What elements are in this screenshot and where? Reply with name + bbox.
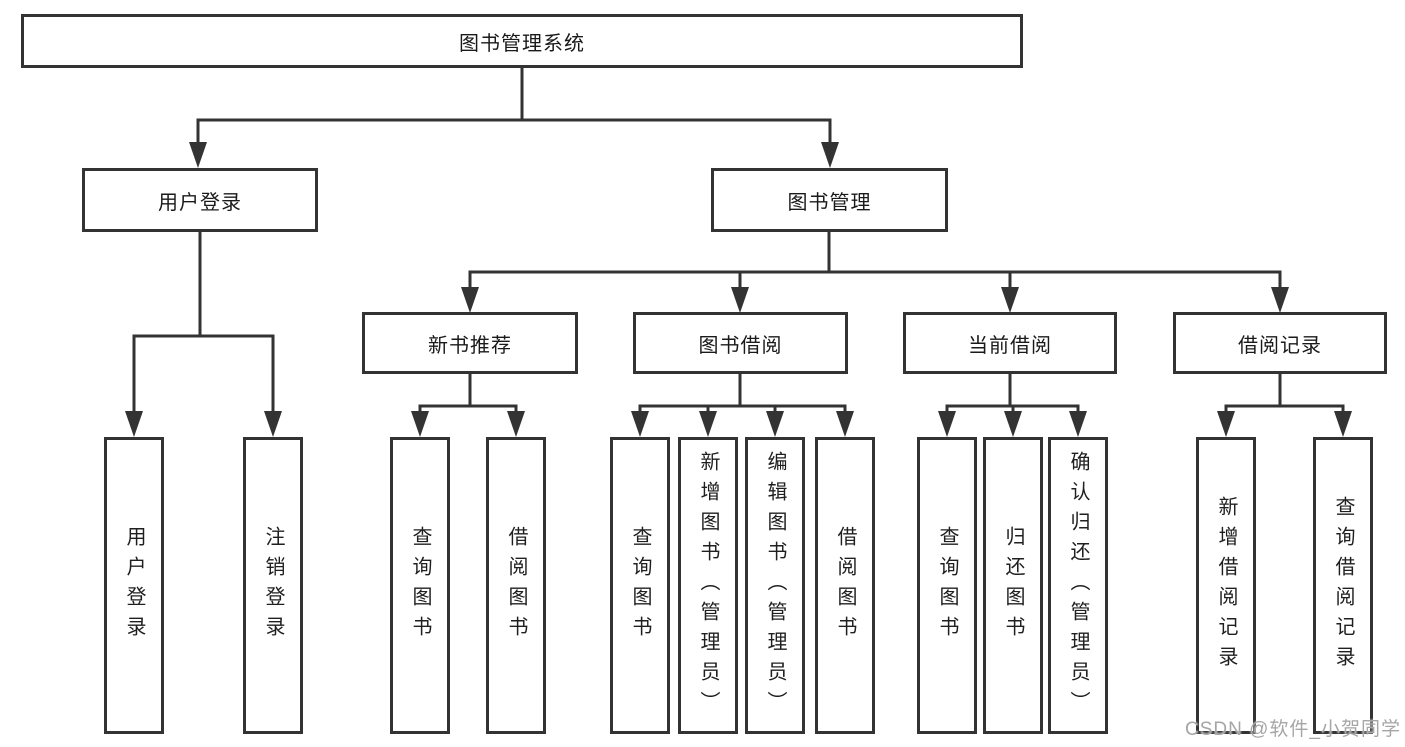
leaf-confirm-return-admin: 确认归还（管理员） [1048,437,1108,734]
node-label: 图书借阅 [698,334,783,357]
connector-root-to-level2 [196,68,832,154]
leaf-borrow-books-recommend: 借阅图书 [486,437,546,734]
node-book-management: 图书管理 [711,168,948,232]
connector-user-login-group [132,232,275,423]
leaf-add-books-admin: 新增图书（管理员） [678,437,738,734]
leaf-query-borrow-record: 查询借阅记录 [1313,437,1373,734]
leaf-user-login: 用户登录 [104,437,164,734]
leaf-borrow-books: 借阅图书 [815,437,875,734]
node-new-book-recommend: 新书推荐 [362,312,578,374]
leaf-label: 编辑图书（管理员） [764,450,786,721]
leaf-query-books-current: 查询图书 [917,437,977,734]
node-label: 借阅记录 [1238,334,1322,357]
leaf-label: 借阅图书 [505,525,527,646]
connector-book-borrow-group [638,374,847,423]
leaf-add-borrow-record: 新增借阅记录 [1196,437,1256,734]
leaf-query-books-borrow: 查询图书 [610,437,670,734]
node-label: 用户登录 [158,191,242,214]
leaf-label: 查询图书 [629,525,651,646]
leaf-logout: 注销登录 [243,437,303,734]
leaf-label: 归还图书 [1002,525,1024,646]
csdn-watermark: CSDN @软件_小贺同学 [1185,719,1401,740]
leaf-label: 查询图书 [409,525,431,646]
node-current-borrow: 当前借阅 [903,312,1117,374]
leaf-label: 查询图书 [936,525,958,646]
leaf-label: 借阅图书 [834,525,856,646]
leaf-label: 用户登录 [123,525,145,646]
node-borrow-records: 借阅记录 [1173,312,1387,374]
leaf-return-books: 归还图书 [983,437,1043,734]
node-library-system: 图书管理系统 [21,14,1023,68]
leaf-label: 新增图书（管理员） [697,450,719,721]
arrowhead-icons [125,142,1352,437]
leaf-edit-books-admin: 编辑图书（管理员） [745,437,805,734]
leaf-label: 查询借阅记录 [1332,495,1354,676]
connector-book-mgmt-to-level3 [468,232,1282,299]
connector-new-book-group [418,374,518,423]
leaf-label: 确认归还（管理员） [1067,450,1089,721]
node-book-borrow: 图书借阅 [633,312,848,374]
node-label: 当前借阅 [968,334,1052,357]
leaf-label: 注销登录 [262,525,284,646]
leaf-label: 新增借阅记录 [1215,495,1237,676]
node-user-login: 用户登录 [82,168,318,232]
node-label: 图书管理 [787,191,872,214]
node-label: 图书管理系统 [459,32,585,55]
node-label: 新书推荐 [428,334,512,357]
connector-borrow-records-group [1224,374,1345,423]
leaf-query-books-recommend: 查询图书 [390,437,450,734]
